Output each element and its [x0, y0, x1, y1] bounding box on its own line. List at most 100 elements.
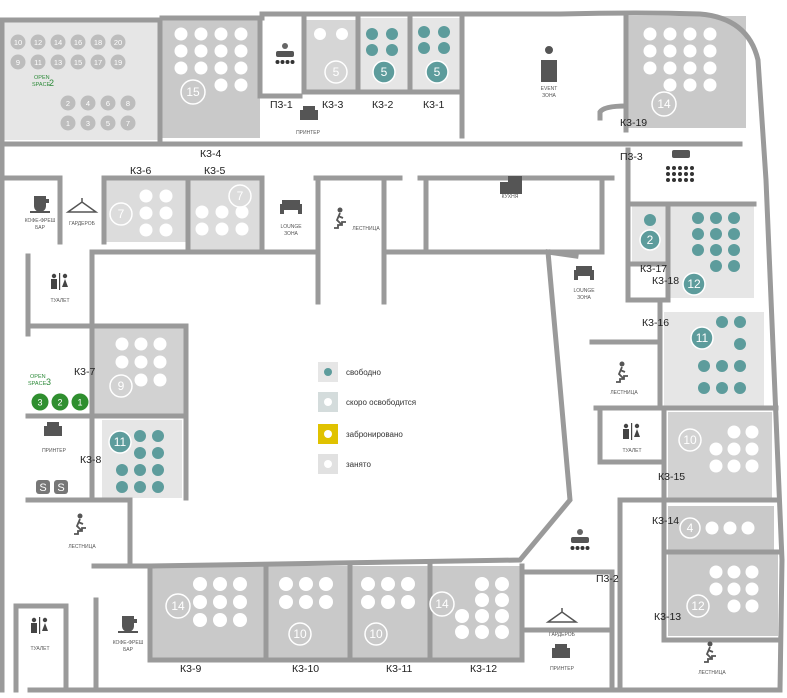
- open-space-seat-3[interactable]: [80, 115, 96, 131]
- room-label-p3-2[interactable]: П3-2: [596, 573, 619, 585]
- room-k3-10-seat-0[interactable]: [279, 577, 293, 591]
- room-k3-8-seat-1[interactable]: [152, 430, 164, 442]
- room-k3-19-seat-0[interactable]: [643, 27, 657, 41]
- open-space-seat-1[interactable]: [60, 115, 76, 131]
- room-k3-16-seat-5[interactable]: [734, 360, 746, 372]
- room-label-k3-19[interactable]: К3-19: [620, 117, 647, 129]
- open-space-seat-13[interactable]: [50, 54, 66, 70]
- room-k3-1-seat-0[interactable]: [418, 26, 430, 38]
- open-space-left-seat-2[interactable]: [51, 393, 69, 411]
- room-k3-18-seat-6[interactable]: [692, 244, 704, 256]
- room-k3-19-seat-10[interactable]: [683, 61, 697, 75]
- room-k3-16-seat-0[interactable]: [716, 316, 728, 328]
- room-k3-9-seat-1[interactable]: [213, 577, 227, 591]
- room-k3-17-seat-0[interactable]: [644, 214, 656, 226]
- open-space-seat-5[interactable]: [100, 115, 116, 131]
- room-k3-9-seat-6[interactable]: [193, 613, 207, 627]
- room-k3-13-seat-3[interactable]: [709, 582, 723, 596]
- open-space-seat-12[interactable]: [30, 34, 46, 50]
- open-space-seat-4[interactable]: [80, 95, 96, 111]
- open-space-seat-18[interactable]: [90, 34, 106, 50]
- room-k3-12-seat-5[interactable]: [475, 609, 489, 623]
- room-k3-11-seat-3[interactable]: [361, 595, 375, 609]
- room-k3-16-seat-6[interactable]: [698, 382, 710, 394]
- room-k3-5-seat-4[interactable]: [215, 222, 229, 236]
- room-k3-13-seat-2[interactable]: [745, 565, 759, 579]
- room-k3-12-seat-1[interactable]: [495, 577, 509, 591]
- open-space-seat-10[interactable]: [10, 34, 26, 50]
- room-top-15-seat-11[interactable]: [234, 61, 248, 75]
- open-space-seat-19[interactable]: [110, 54, 126, 70]
- room-k3-19-seat-3[interactable]: [703, 27, 717, 41]
- room-k3-5-seat-1[interactable]: [215, 205, 229, 219]
- room-k3-18-seat-4[interactable]: [710, 228, 722, 240]
- room-k3-1-seat-2[interactable]: [418, 42, 430, 54]
- room-k3-1-seat-1[interactable]: [438, 26, 450, 38]
- room-k3-15-seat-4[interactable]: [745, 442, 759, 456]
- room-k3-13[interactable]: [668, 554, 778, 636]
- room-k3-18-seat-1[interactable]: [710, 212, 722, 224]
- room-k3-8-seat-5[interactable]: [134, 464, 146, 476]
- room-k3-19-seat-11[interactable]: [703, 61, 717, 75]
- room-k3-6-seat-4[interactable]: [139, 223, 153, 237]
- room-k3-13-seat-6[interactable]: [727, 599, 741, 613]
- room-k3-6-seat-5[interactable]: [159, 223, 173, 237]
- room-k3-12-seat-6[interactable]: [495, 609, 509, 623]
- room-k3-2-seat-2[interactable]: [366, 44, 378, 56]
- room-k3-7-seat-4[interactable]: [134, 355, 148, 369]
- room-label-k3-6[interactable]: К3-6: [130, 165, 151, 177]
- room-k3-12-seat-8[interactable]: [475, 625, 489, 639]
- room-k3-12-seat-3[interactable]: [495, 593, 509, 607]
- room-k3-9-seat-2[interactable]: [233, 577, 247, 591]
- room-k3-13-seat-5[interactable]: [745, 582, 759, 596]
- room-k3-9-seat-5[interactable]: [233, 595, 247, 609]
- room-k3-13-seat-4[interactable]: [727, 582, 741, 596]
- room-k3-8-seat-7[interactable]: [116, 481, 128, 493]
- room-k3-9-seat-7[interactable]: [213, 613, 227, 627]
- room-k3-11-seat-2[interactable]: [401, 577, 415, 591]
- open-space-seat-20[interactable]: [110, 34, 126, 50]
- open-space-seat-11[interactable]: [30, 54, 46, 70]
- room-k3-13-seat-0[interactable]: [709, 565, 723, 579]
- room-k3-2-seat-1[interactable]: [386, 28, 398, 40]
- room-k3-15-seat-2[interactable]: [709, 442, 723, 456]
- room-k3-9-seat-0[interactable]: [193, 577, 207, 591]
- room-k3-18-seat-8[interactable]: [728, 244, 740, 256]
- room-label-k3-2[interactable]: К3-2: [372, 99, 393, 111]
- room-label-k3-12[interactable]: К3-12: [470, 663, 497, 675]
- room-k3-11-seat-1[interactable]: [381, 577, 395, 591]
- room-k3-19-seat-12[interactable]: [663, 78, 677, 92]
- room-label-k3-16[interactable]: К3-16: [642, 317, 669, 329]
- room-k3-19-seat-9[interactable]: [663, 61, 677, 75]
- room-k3-15-seat-7[interactable]: [745, 459, 759, 473]
- room-k3-1-seat-3[interactable]: [438, 42, 450, 54]
- room-label-k3-11[interactable]: К3-11: [386, 663, 413, 675]
- room-k3-15-seat-6[interactable]: [727, 459, 741, 473]
- room-k3-16-seat-7[interactable]: [716, 382, 728, 394]
- room-k3-7-seat-3[interactable]: [115, 355, 129, 369]
- room-k3-18-seat-9[interactable]: [710, 260, 722, 272]
- room-k3-14-seat-0[interactable]: [705, 521, 719, 535]
- open-space-seat-16[interactable]: [70, 34, 86, 50]
- room-top-15-seat-3[interactable]: [234, 27, 248, 41]
- room-top-15-seat-7[interactable]: [234, 44, 248, 58]
- room-k3-7-seat-1[interactable]: [134, 337, 148, 351]
- room-k3-5-seat-3[interactable]: [195, 222, 209, 236]
- room-k3-9-seat-8[interactable]: [233, 613, 247, 627]
- room-k3-11-seat-0[interactable]: [361, 577, 375, 591]
- room-k3-5-seat-0[interactable]: [195, 205, 209, 219]
- room-k3-18-seat-5[interactable]: [728, 228, 740, 240]
- room-k3-16-seat-1[interactable]: [734, 316, 746, 328]
- room-k3-8-seat-6[interactable]: [152, 464, 164, 476]
- room-top-15-seat-0[interactable]: [174, 27, 188, 41]
- room-label-k3-18[interactable]: К3-18: [652, 275, 679, 287]
- room-top-15-seat-2[interactable]: [214, 27, 228, 41]
- room-k3-19-seat-1[interactable]: [663, 27, 677, 41]
- room-k3-11-seat-4[interactable]: [381, 595, 395, 609]
- open-space-left-seat-3[interactable]: [31, 393, 49, 411]
- room-k3-15-seat-5[interactable]: [709, 459, 723, 473]
- room-k3-3-seat-1[interactable]: [336, 28, 348, 40]
- room-k3-10-seat-4[interactable]: [299, 595, 313, 609]
- open-space-seat-9[interactable]: [10, 54, 26, 70]
- room-top-15-seat-13[interactable]: [234, 78, 248, 92]
